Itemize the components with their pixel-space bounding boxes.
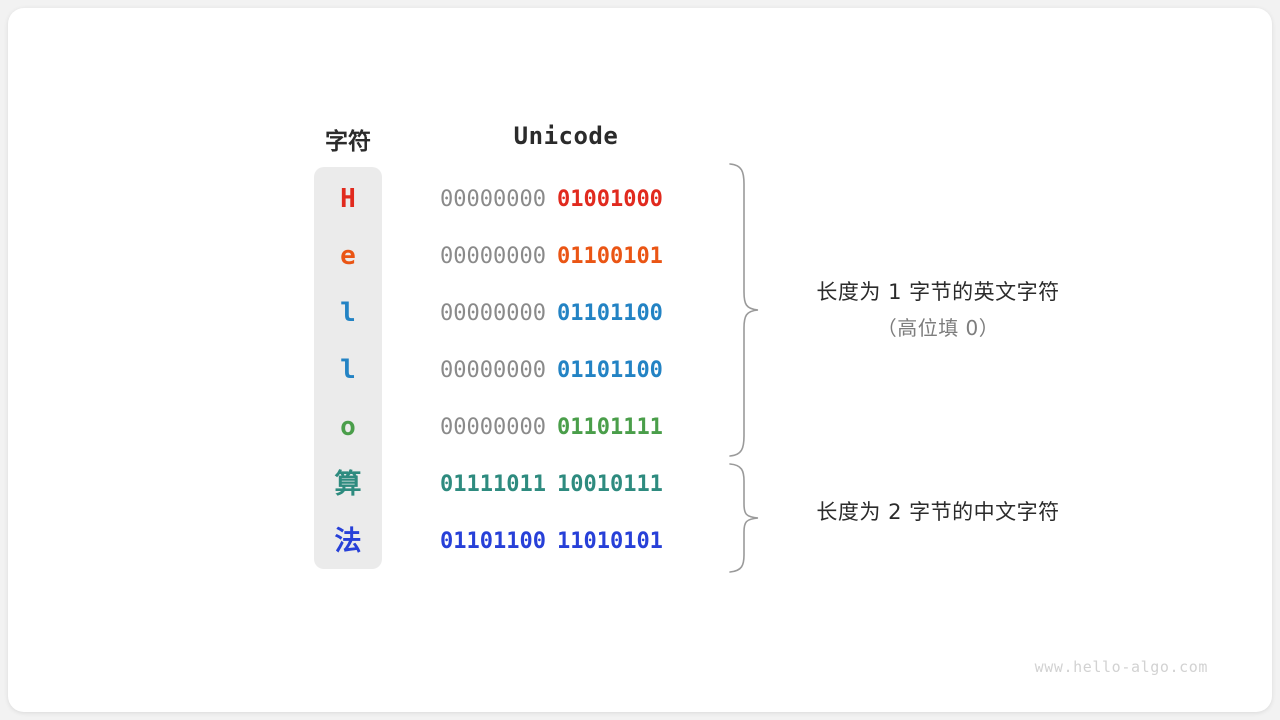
- annotation-two-byte: 长度为 2 字节的中文字符: [776, 496, 1100, 526]
- high-byte: 00000000: [440, 415, 546, 440]
- unicode-binary-row: 00000000 01100101: [440, 228, 692, 285]
- low-byte: 11010101: [556, 529, 663, 554]
- unicode-binary-row: 00000000 01101100: [440, 342, 692, 399]
- high-byte: 00000000: [440, 244, 546, 269]
- brace-one-byte-group: [729, 163, 759, 457]
- annotation-two-byte-main: 长度为 2 字节的中文字符: [816, 500, 1060, 524]
- high-byte: 00000000: [440, 187, 546, 212]
- low-byte: 01100101: [556, 244, 663, 269]
- annotation-one-byte-sub: （高位填 0）: [876, 316, 1000, 340]
- character-cell: l: [340, 355, 356, 385]
- unicode-binary-row: 01111011 10010111: [440, 456, 692, 513]
- column-header-unicode: Unicode: [513, 122, 619, 150]
- character-cell: H: [340, 184, 356, 214]
- character-column-background: [314, 167, 382, 569]
- low-byte: 01001000: [556, 187, 663, 212]
- high-byte: 00000000: [440, 301, 546, 326]
- high-byte: 01111011: [440, 472, 546, 497]
- brace-two-byte-group: [729, 463, 759, 573]
- character-cell: 算: [334, 469, 362, 500]
- annotation-one-byte-main: 长度为 1 字节的英文字符: [816, 280, 1060, 304]
- unicode-binary-row: 00000000 01101111: [440, 399, 692, 456]
- high-byte: 01101100: [440, 529, 546, 554]
- unicode-binary-row: 00000000 01101100: [440, 285, 692, 342]
- diagram-card: 字符 Unicode H 00000000 01001000 e 00000000 011…: [8, 8, 1272, 712]
- character-cell: o: [340, 412, 356, 442]
- low-byte: 01101100: [556, 358, 663, 383]
- column-header-character: 字符: [325, 129, 371, 155]
- low-byte: 10010111: [556, 472, 663, 497]
- high-byte: 00000000: [440, 358, 546, 383]
- low-byte: 01101111: [556, 415, 663, 440]
- watermark-url: www.hello-algo.com: [1034, 658, 1208, 676]
- unicode-binary-row: 01101100 11010101: [440, 513, 692, 570]
- character-cell: l: [340, 298, 356, 328]
- unicode-binary-row: 00000000 01001000: [440, 171, 692, 228]
- low-byte: 01101100: [556, 301, 663, 326]
- character-cell: 法: [334, 526, 362, 557]
- character-cell: e: [340, 241, 356, 271]
- annotation-one-byte: 长度为 1 字节的英文字符 （高位填 0）: [776, 276, 1100, 341]
